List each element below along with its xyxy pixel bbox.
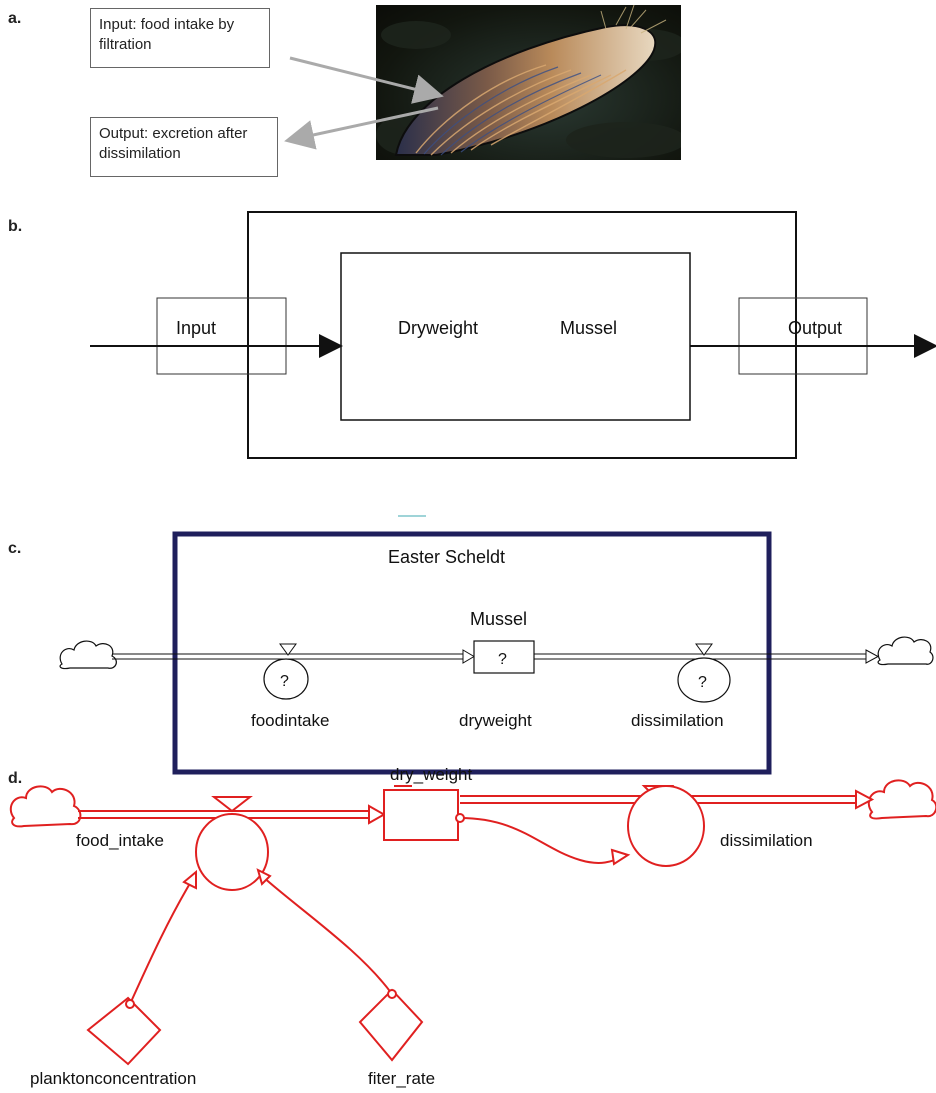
panel-b-letter: b. [8, 218, 23, 235]
output-arrow [284, 106, 439, 150]
foodintake-label: foodintake [251, 711, 329, 730]
outflow-valve-icon [695, 643, 713, 656]
foodintake-converter [263, 658, 309, 700]
d-connector-arrowhead-3 [256, 868, 272, 886]
input-callout: Input: food intake by filtration [90, 8, 270, 68]
d-dissimilation-converter [627, 785, 705, 867]
foodintake-value: ? [280, 673, 289, 690]
mussel-stock-title: Mussel [470, 609, 527, 629]
d-connector-dot-2 [125, 999, 135, 1009]
dissimilation-label: dissimilation [631, 711, 724, 730]
panel-d-letter: d. [8, 770, 23, 787]
d-inflow-valve-icon [211, 796, 253, 813]
mussel-photo [376, 5, 681, 160]
inflow-arrowhead [462, 649, 475, 664]
d-source-cloud-icon [9, 785, 82, 828]
d-connector-arrowhead-2 [182, 869, 197, 890]
input-arrow [289, 56, 444, 104]
dryweight-label: dryweight [459, 711, 532, 730]
source-cloud-icon [59, 640, 117, 670]
d-connector-arrowhead-1 [610, 848, 631, 866]
mussel-text: Mussel [560, 318, 617, 338]
inflow-valve-icon [279, 643, 297, 656]
d-planktonconcentration-converter [86, 996, 162, 1066]
d-foodintake-label: food_intake [76, 831, 164, 850]
output-callout: Output: excretion after dissimilation [90, 117, 278, 177]
d-fiterrate-label: fiter_rate [368, 1069, 435, 1088]
d-connector-fiterrate-foodintake [261, 875, 393, 995]
d-dissimilation-label: dissimilation [720, 831, 813, 850]
dryweight-stock-box [473, 640, 535, 674]
input-callout-text: Input: food intake by filtration [99, 16, 235, 53]
dissimilation-converter [677, 657, 731, 703]
outflow-arrowhead [865, 649, 880, 664]
input-box [156, 297, 287, 375]
output-box [738, 297, 868, 375]
output-callout-text: Output: excretion after dissimilation [99, 125, 248, 162]
easter-scheldt-title: Easter Scheldt [388, 547, 505, 567]
dryweight-value: ? [498, 651, 507, 668]
d-dryweight-label: dry_weight [390, 765, 472, 784]
d-dryweight-stock [383, 789, 459, 841]
easter-scheldt-boundary [172, 531, 772, 775]
d-connector-plankton-foodintake [129, 879, 193, 1005]
sink-cloud-icon [877, 636, 934, 666]
d-foodintake-converter [195, 813, 269, 891]
d-fiterrate-converter [358, 988, 424, 1062]
input-text: Input [176, 318, 216, 338]
output-text: Output [788, 318, 842, 338]
d-inflow-arrowhead [368, 804, 387, 825]
dissimilation-value: ? [698, 674, 707, 691]
d-outflow-arrowhead [855, 789, 875, 810]
dryweight-text: Dryweight [398, 318, 478, 338]
d-connector-dot-1 [455, 813, 465, 823]
panel-c-letter: c. [8, 540, 22, 557]
system-boundary [247, 211, 797, 459]
d-sink-cloud-icon [867, 779, 936, 820]
panel-a-letter: a. [8, 10, 22, 27]
mussel-illustration [376, 5, 681, 158]
d-connector-dot-3 [387, 989, 397, 999]
d-planktonconcentration-label: planktonconcentration [30, 1069, 196, 1088]
d-connector-stock-dissimilation [459, 817, 625, 864]
